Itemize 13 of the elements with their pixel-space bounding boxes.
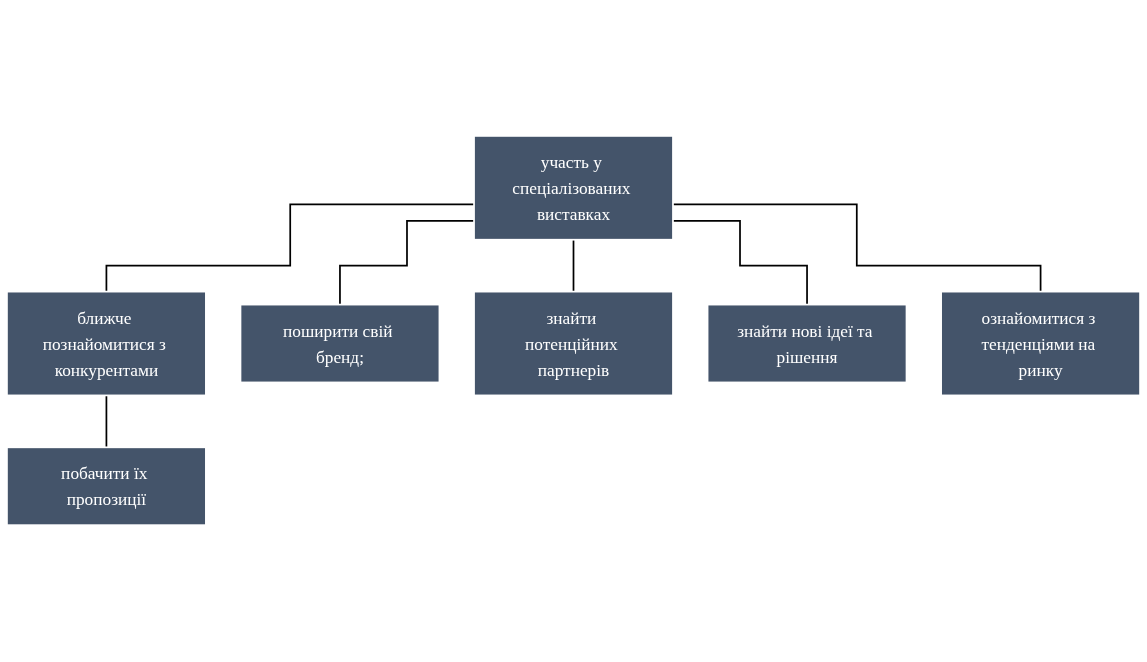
connector bbox=[572, 239, 575, 293]
node-box: знайти нові ідеї та рішення bbox=[706, 304, 908, 384]
node-box: ближче познайомитися з конкурентами bbox=[6, 291, 207, 397]
connector bbox=[672, 204, 1042, 293]
node-box: побачити їх пропозиції bbox=[6, 446, 207, 527]
node-box: участь у спеціалізованих виставках bbox=[473, 135, 674, 242]
connector bbox=[105, 395, 108, 449]
connector bbox=[105, 204, 475, 293]
node-box: поширити свій бренд; bbox=[239, 304, 441, 384]
connector bbox=[339, 220, 475, 306]
node-box: знайти потенційних партнерів bbox=[473, 291, 674, 397]
node-box: ознайомитися з тенденціями на ринку bbox=[940, 291, 1141, 397]
connector bbox=[672, 220, 808, 306]
